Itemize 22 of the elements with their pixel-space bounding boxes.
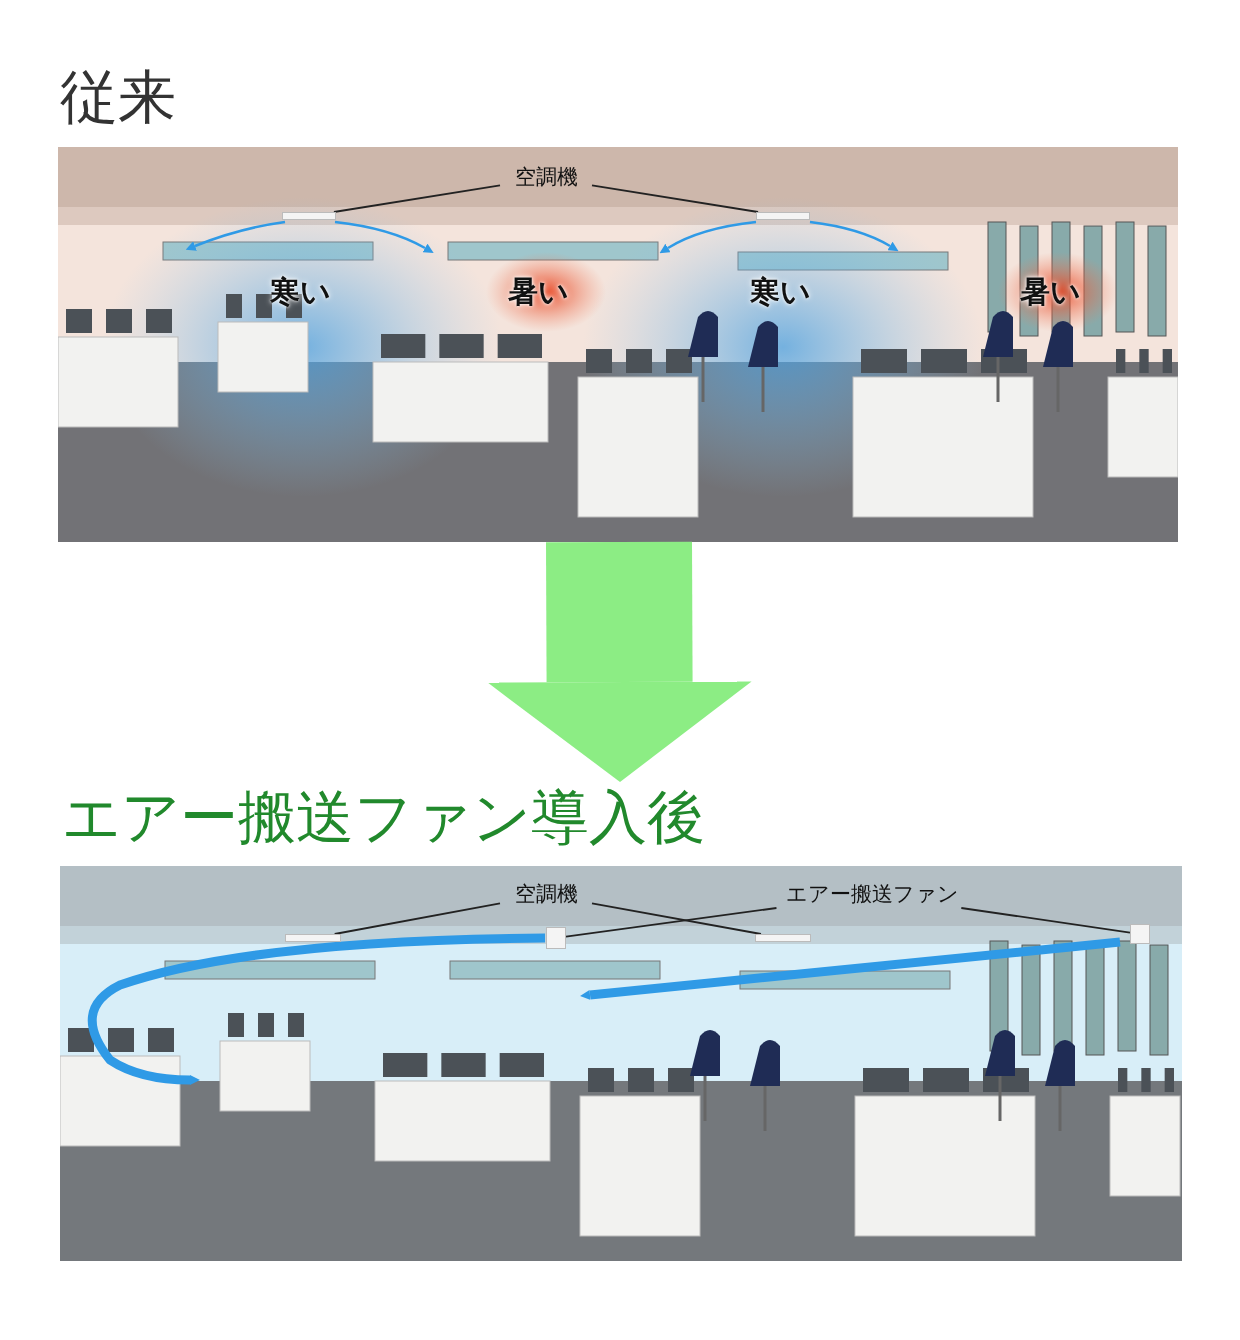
leader-line <box>591 902 762 935</box>
temperature-label: 暑い <box>508 273 569 311</box>
leader-line <box>960 907 1131 934</box>
leader-line <box>565 907 778 938</box>
section-heading: エアー搬送ファン導入後 <box>62 782 705 852</box>
leader-line <box>591 184 759 213</box>
section-heading: 従来 <box>60 62 176 132</box>
temperature-label: 暑い <box>1020 273 1081 311</box>
transition-arrow <box>487 541 752 782</box>
leader-line <box>333 184 501 213</box>
ceiling-unit <box>756 212 810 220</box>
ceiling-unit <box>282 212 336 220</box>
ceiling-unit <box>1130 924 1150 944</box>
ceiling-unit <box>285 934 341 942</box>
leader-line <box>333 902 501 935</box>
ceiling-unit <box>755 934 811 942</box>
callout-label: 空調機 <box>500 165 592 190</box>
temperature-label: 寒い <box>270 273 331 311</box>
callout-label: エアー搬送ファン <box>758 882 986 907</box>
temperature-label: 寒い <box>750 273 811 311</box>
ceiling-unit <box>546 927 566 949</box>
callout-label: 空調機 <box>500 882 592 907</box>
